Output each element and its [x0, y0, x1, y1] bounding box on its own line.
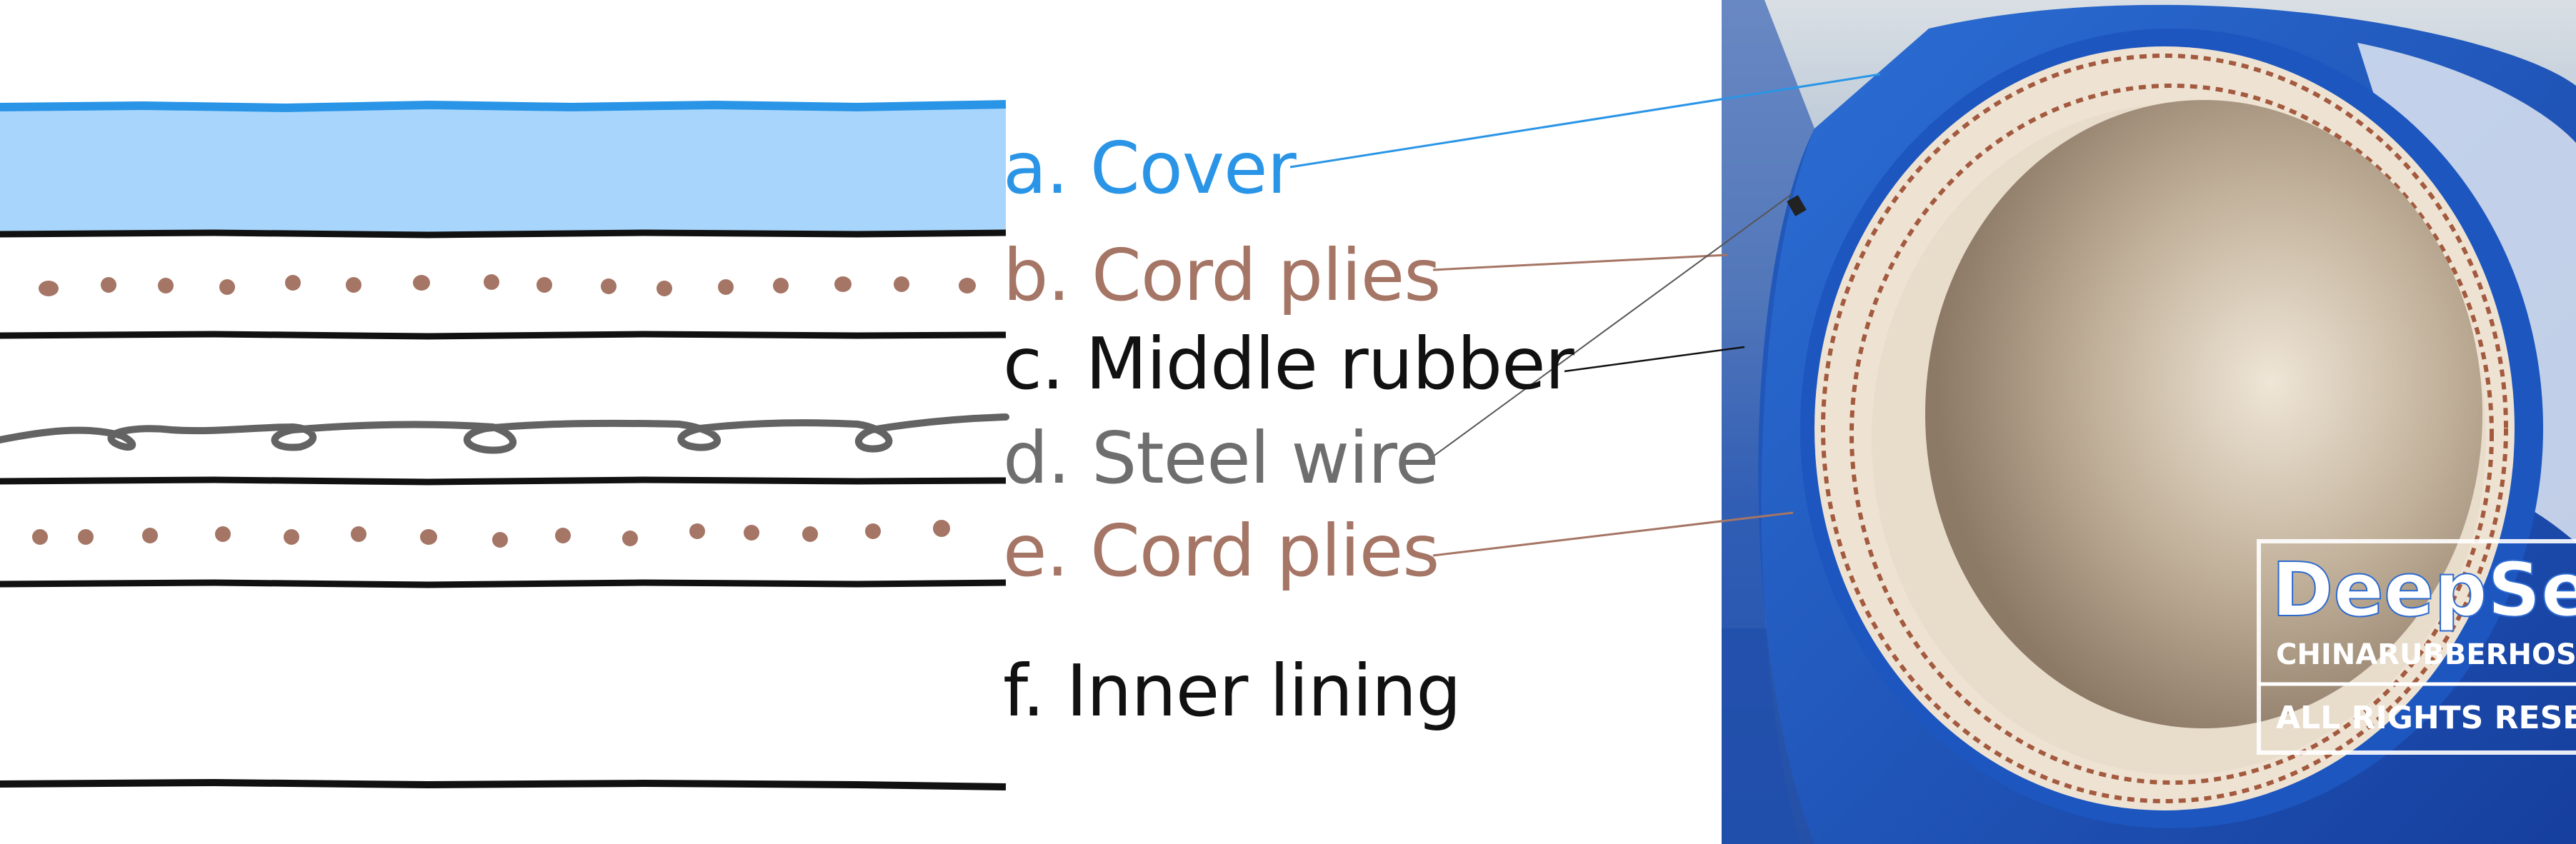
leader-steel-wire	[1424, 194, 1792, 463]
layer-line-5	[0, 778, 1007, 790]
leader-cord-plies-upper	[1432, 253, 1728, 271]
layer-line-4	[0, 579, 1007, 588]
label-middle-rubber: c. Middle rubber	[1003, 322, 1574, 406]
leader-middle-rubber	[1564, 346, 1745, 373]
cover-layer-fill	[0, 106, 1006, 232]
leader-cord-plies-lower	[1432, 511, 1794, 557]
steel-wire-helix	[0, 413, 1009, 454]
hose-photo: DeepSe CHINARUBBERHOSE.C ALL RIGHTS RESE…	[1722, 0, 2576, 844]
cord-plies-row-lower	[32, 520, 950, 548]
layer-line-1	[0, 229, 1007, 238]
layer-line-3	[0, 476, 1007, 486]
watermark-rights: ALL RIGHTS RESERV	[2276, 700, 2576, 736]
label-cord-plies-upper: b. Cord plies	[1003, 233, 1441, 317]
watermark-site: CHINARUBBERHOSE.C	[2276, 638, 2576, 671]
layer-cross-section	[0, 100, 1009, 790]
cord-plies-row-upper	[39, 274, 976, 296]
label-inner-lining: f. Inner lining	[1003, 649, 1462, 733]
leader-cover	[1289, 73, 1881, 169]
label-cover: a. Cover	[1003, 126, 1297, 210]
label-steel-wire: d. Steel wire	[1003, 416, 1439, 500]
watermark: DeepSe CHINARUBBERHOSE.C ALL RIGHTS RESE…	[2257, 539, 2576, 755]
layer-line-2	[0, 331, 1007, 340]
cover-top-edge	[0, 100, 1007, 113]
label-cord-plies-lower: e. Cord plies	[1003, 509, 1439, 593]
leader-lines	[1289, 73, 1881, 557]
watermark-brand: DeepSe	[2272, 546, 2576, 633]
